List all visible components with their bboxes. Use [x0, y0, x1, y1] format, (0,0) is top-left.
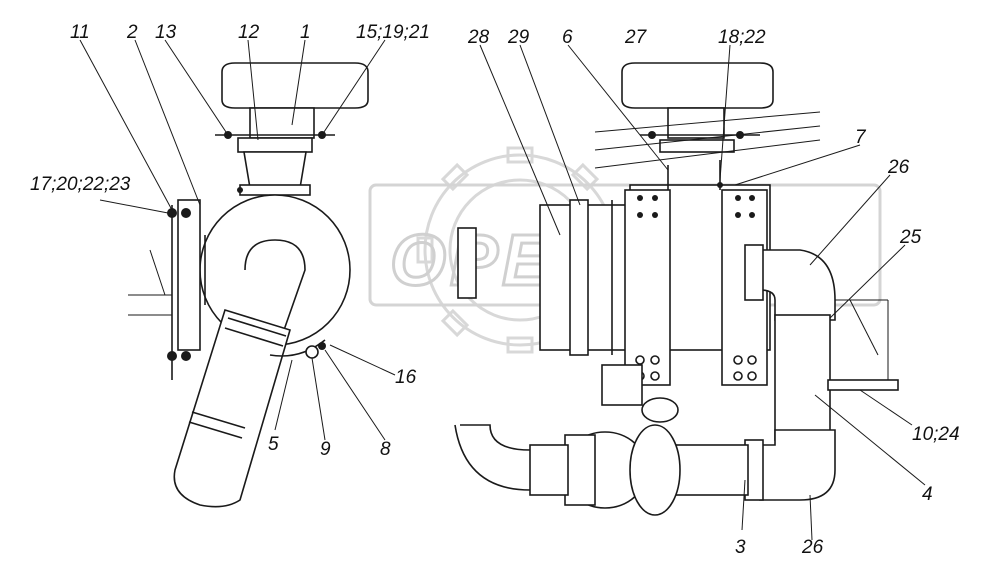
hose-ring-4 — [188, 421, 243, 439]
hose-ring-2 — [224, 327, 284, 347]
callout-18-22: 18;22 — [718, 27, 766, 48]
clamp-nut-8 — [318, 342, 326, 350]
elbow-26-upper — [759, 249, 836, 321]
cap-neck-left — [249, 107, 315, 139]
left-air-cleaner — [128, 62, 369, 508]
leader-8 — [324, 349, 386, 441]
leader-lines — [79, 39, 926, 541]
exhaust-pipe-lower — [454, 424, 565, 491]
leader-3 — [741, 479, 746, 531]
callout-29: 29 — [507, 27, 530, 48]
clamp-bolt-right-a — [648, 131, 656, 139]
callout-10-24: 10;24 — [912, 424, 960, 445]
callout-5: 5 — [268, 434, 279, 455]
leader-13 — [164, 39, 229, 136]
callout-26-upper: 26 — [887, 157, 910, 178]
leader-1 — [291, 39, 306, 126]
leader-7 — [734, 144, 861, 186]
callout-15-19-21: 15;19;21 — [356, 22, 430, 43]
clamp-screw-top — [237, 187, 243, 193]
leader-2 — [134, 39, 201, 206]
callout-11: 11 — [70, 22, 90, 43]
callout-13: 13 — [155, 22, 177, 43]
turbo-turbine-housing — [564, 434, 596, 506]
intake-hose-5 — [173, 309, 291, 508]
callout-28: 28 — [467, 27, 490, 48]
clamp-screw-9 — [305, 345, 319, 359]
leader-11 — [79, 39, 173, 211]
bracket-nut-upper — [181, 208, 191, 218]
hose-ring-1 — [227, 317, 287, 337]
callout-1: 1 — [300, 22, 311, 43]
precleaner-cap-right — [621, 62, 774, 109]
leader-17 — [99, 199, 169, 214]
leader-26a — [809, 174, 891, 266]
leader-4 — [814, 394, 926, 486]
callout-labels: 11 2 13 12 1 15;19;21 28 29 6 27 18;22 7… — [30, 22, 960, 558]
frame-bracket-diag — [849, 299, 879, 356]
turbo-outlet-flange — [641, 397, 679, 423]
callout-4: 4 — [922, 484, 933, 505]
leader-12 — [247, 39, 259, 141]
callout-9: 9 — [320, 439, 331, 460]
leader-15 — [321, 39, 386, 136]
inner-pipe-stub — [457, 227, 477, 299]
leader-29 — [519, 44, 581, 206]
bolt-10 — [827, 379, 899, 391]
callout-26-lower: 26 — [801, 537, 824, 558]
outlet-elbow-outer — [244, 239, 306, 401]
leader-28 — [479, 44, 561, 236]
elbow-26-lower — [759, 429, 836, 501]
callout-7: 7 — [855, 127, 867, 148]
leader-25 — [829, 244, 906, 319]
exhaust-flange — [529, 444, 569, 496]
mount-bracket-left — [624, 189, 671, 386]
filter-ring-29 — [569, 199, 589, 356]
leader-16 — [329, 344, 396, 376]
callout-27: 27 — [624, 27, 648, 48]
leader-6 — [567, 44, 669, 171]
leader-26b — [809, 494, 813, 541]
pipe-4 — [774, 314, 831, 441]
leader-18 — [719, 44, 731, 181]
leader-9 — [311, 357, 326, 441]
bracket-nut-lower — [181, 351, 191, 361]
intake-pipe-left — [243, 151, 307, 189]
callout-8: 8 — [380, 439, 391, 460]
frame-strut — [149, 249, 166, 296]
bracket-bolt-upper — [167, 208, 177, 218]
leader-5 — [274, 359, 293, 431]
precleaner-cap-left — [221, 62, 369, 109]
callout-12: 12 — [238, 22, 260, 43]
callout-16: 16 — [395, 367, 417, 388]
hood-line-3 — [594, 139, 821, 169]
right-assembly — [454, 62, 899, 516]
hose-clamp-top — [239, 184, 311, 196]
leader-10 — [859, 389, 913, 426]
turbocharger-compressor — [629, 424, 681, 516]
flange-12 — [237, 137, 313, 153]
callout-3: 3 — [735, 537, 746, 558]
pipe-3 — [669, 444, 749, 496]
turbo-support — [601, 364, 643, 406]
hood-line-1 — [594, 111, 821, 133]
bracket-bolt-lower — [167, 351, 177, 361]
elbow-26-collar — [744, 244, 764, 301]
hood-line-2 — [594, 125, 821, 151]
callout-25: 25 — [899, 227, 922, 248]
callout-2: 2 — [126, 22, 138, 43]
flange-right — [659, 139, 735, 153]
mounting-bracket-2 — [177, 199, 201, 351]
callout-6: 6 — [562, 27, 573, 48]
callout-17-20-22-23: 17;20;22;23 — [30, 174, 131, 195]
hose-ring-3 — [191, 411, 246, 429]
